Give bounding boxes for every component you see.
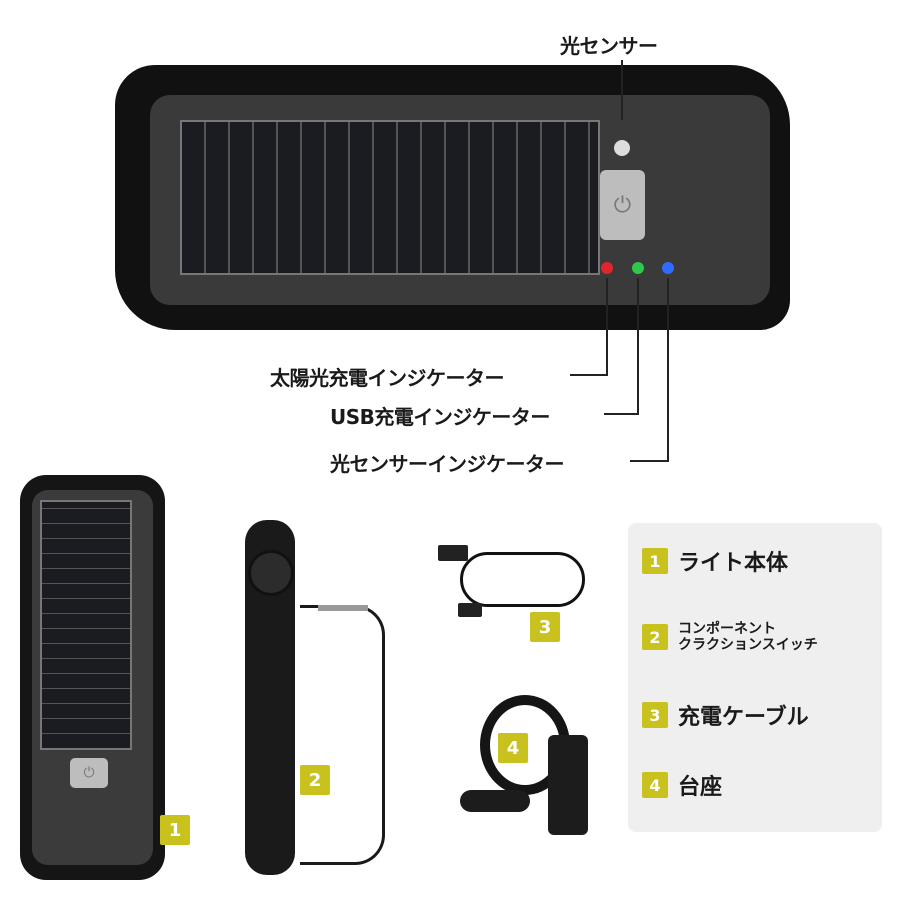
legend-badge: 4 <box>642 772 668 798</box>
legend-label: 充電ケーブル <box>678 705 809 730</box>
light-body-button: ⏻ <box>70 758 108 788</box>
item-badge-1: 1 <box>160 815 190 845</box>
legend-label-line1: コンポーネント <box>678 621 776 637</box>
legend-item-2: 2 コンポーネント クラクションスイッチ <box>642 621 818 653</box>
item-badge-2: 2 <box>300 765 330 795</box>
contents-legend: 1 ライト本体 2 コンポーネント クラクションスイッチ 3 充電ケーブル 4 … <box>628 523 882 832</box>
item-badge-4: 4 <box>498 733 528 763</box>
legend-badge: 1 <box>642 548 668 574</box>
solar-panel <box>180 120 600 275</box>
sensor-indicator-line <box>667 278 669 462</box>
sensor-indicator-label: 光センサーインジケーター <box>330 452 565 476</box>
sensor-indicator-line-h <box>630 460 669 462</box>
light-sensor-label: 光センサー <box>560 34 658 58</box>
usb-led <box>632 262 644 274</box>
light-sensor-dot <box>614 140 630 156</box>
horn-switch-cable <box>300 605 385 865</box>
horn-switch-plug <box>318 605 368 611</box>
light-sensor-line <box>621 60 623 120</box>
charging-cable <box>460 552 585 607</box>
mount-lever <box>460 790 530 812</box>
item-badge-3: 3 <box>530 612 560 642</box>
legend-label: ライト本体 <box>678 551 789 576</box>
legend-label: 台座 <box>678 775 723 800</box>
legend-item-3: 3 充電ケーブル <box>642 699 809 731</box>
light-body-solar-panel <box>40 500 132 750</box>
solar-led <box>601 262 613 274</box>
legend-label-line2: クラクションスイッチ <box>678 637 818 653</box>
solar-indicator-line <box>606 278 608 376</box>
usb-indicator-line-h <box>604 413 639 415</box>
usb-plug <box>438 545 468 561</box>
sensor-led <box>662 262 674 274</box>
legend-badge: 3 <box>642 702 668 728</box>
solar-indicator-label: 太陽光充電インジケーター <box>270 366 505 390</box>
usb-indicator-line <box>637 278 639 415</box>
usb-indicator-label: USB充電インジケーター <box>330 405 550 429</box>
legend-item-1: 1 ライト本体 <box>642 545 788 577</box>
micro-usb-plug <box>458 603 482 617</box>
mount-base <box>548 735 588 835</box>
legend-badge: 2 <box>642 624 668 650</box>
legend-item-4: 4 台座 <box>642 769 722 801</box>
horn-switch-button <box>248 550 294 596</box>
solar-indicator-line-h <box>570 374 608 376</box>
power-button: ⏻ <box>600 170 645 240</box>
